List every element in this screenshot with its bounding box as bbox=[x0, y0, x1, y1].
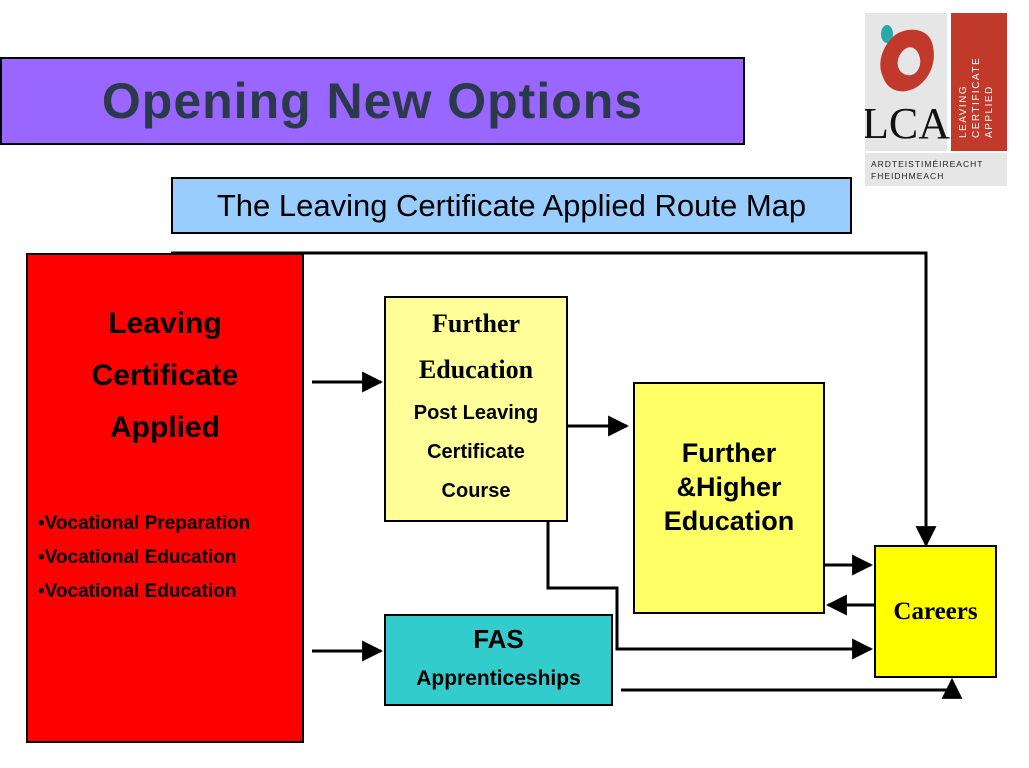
further-education-heading: Further bbox=[431, 309, 521, 338]
lca-title-line: Leaving bbox=[108, 307, 222, 340]
svg-text:CERTIFICATE: CERTIFICATE bbox=[971, 57, 982, 138]
logo-side-panel bbox=[951, 13, 1007, 151]
further-education-subline: Certificate bbox=[427, 441, 525, 463]
bullet-item: •Vocational Preparation bbox=[38, 513, 251, 534]
lca-box: Leaving Certificate Applied •Vocational … bbox=[26, 253, 304, 743]
arrow-lca-to-careers bbox=[171, 251, 937, 548]
higher-education-line: &Higher bbox=[676, 472, 782, 502]
subtitle: The Leaving Certificate Applied Route Ma… bbox=[216, 187, 807, 223]
bullet-item: •Vocational Education bbox=[38, 581, 237, 602]
page-title: Opening New Options bbox=[101, 73, 644, 129]
lca-title-line: Certificate bbox=[91, 359, 239, 392]
arrow-fas-to-careers bbox=[621, 677, 963, 699]
careers-box: Careers bbox=[874, 545, 997, 678]
svg-text:APPLIED: APPLIED bbox=[984, 85, 995, 138]
lca-logo: LCA LEAVING CERTIFICATE APPLIED ARDTEIST… bbox=[865, 13, 1007, 186]
arrow-further-to-careers bbox=[546, 522, 874, 660]
further-education-box: Further Education Post Leaving Certifica… bbox=[384, 296, 568, 522]
subtitle-box: The Leaving Certificate Applied Route Ma… bbox=[171, 177, 852, 234]
logo-teal-drop bbox=[881, 25, 893, 43]
svg-text:FHEIDHMEACH: FHEIDHMEACH bbox=[871, 171, 944, 181]
higher-education-line: Education bbox=[663, 506, 795, 536]
careers-label: Careers bbox=[893, 597, 978, 625]
bullet-item: •Vocational Education bbox=[38, 547, 237, 568]
lca-bullet-list: •Vocational Preparation •Vocational Educ… bbox=[38, 513, 300, 615]
svg-text:LEAVING: LEAVING bbox=[958, 85, 969, 138]
title-banner: Opening New Options bbox=[0, 57, 745, 145]
higher-education-line: Further bbox=[681, 438, 777, 468]
lca-title-line: Applied bbox=[110, 411, 220, 444]
fas-subtitle: Apprenticeships bbox=[416, 667, 581, 690]
fas-title: FAS bbox=[473, 624, 524, 654]
further-education-heading: Education bbox=[418, 355, 534, 384]
further-education-subline: Post Leaving bbox=[413, 402, 539, 424]
further-education-subline: Course bbox=[441, 480, 511, 502]
fas-box: FAS Apprenticeships bbox=[384, 614, 613, 706]
logo-red-shape bbox=[880, 29, 934, 92]
svg-text:ARDTEISTIMÉIREACHT: ARDTEISTIMÉIREACHT bbox=[871, 159, 983, 169]
higher-education-box: Further &Higher Education bbox=[633, 382, 825, 614]
logo-letters: LCA bbox=[865, 99, 950, 148]
